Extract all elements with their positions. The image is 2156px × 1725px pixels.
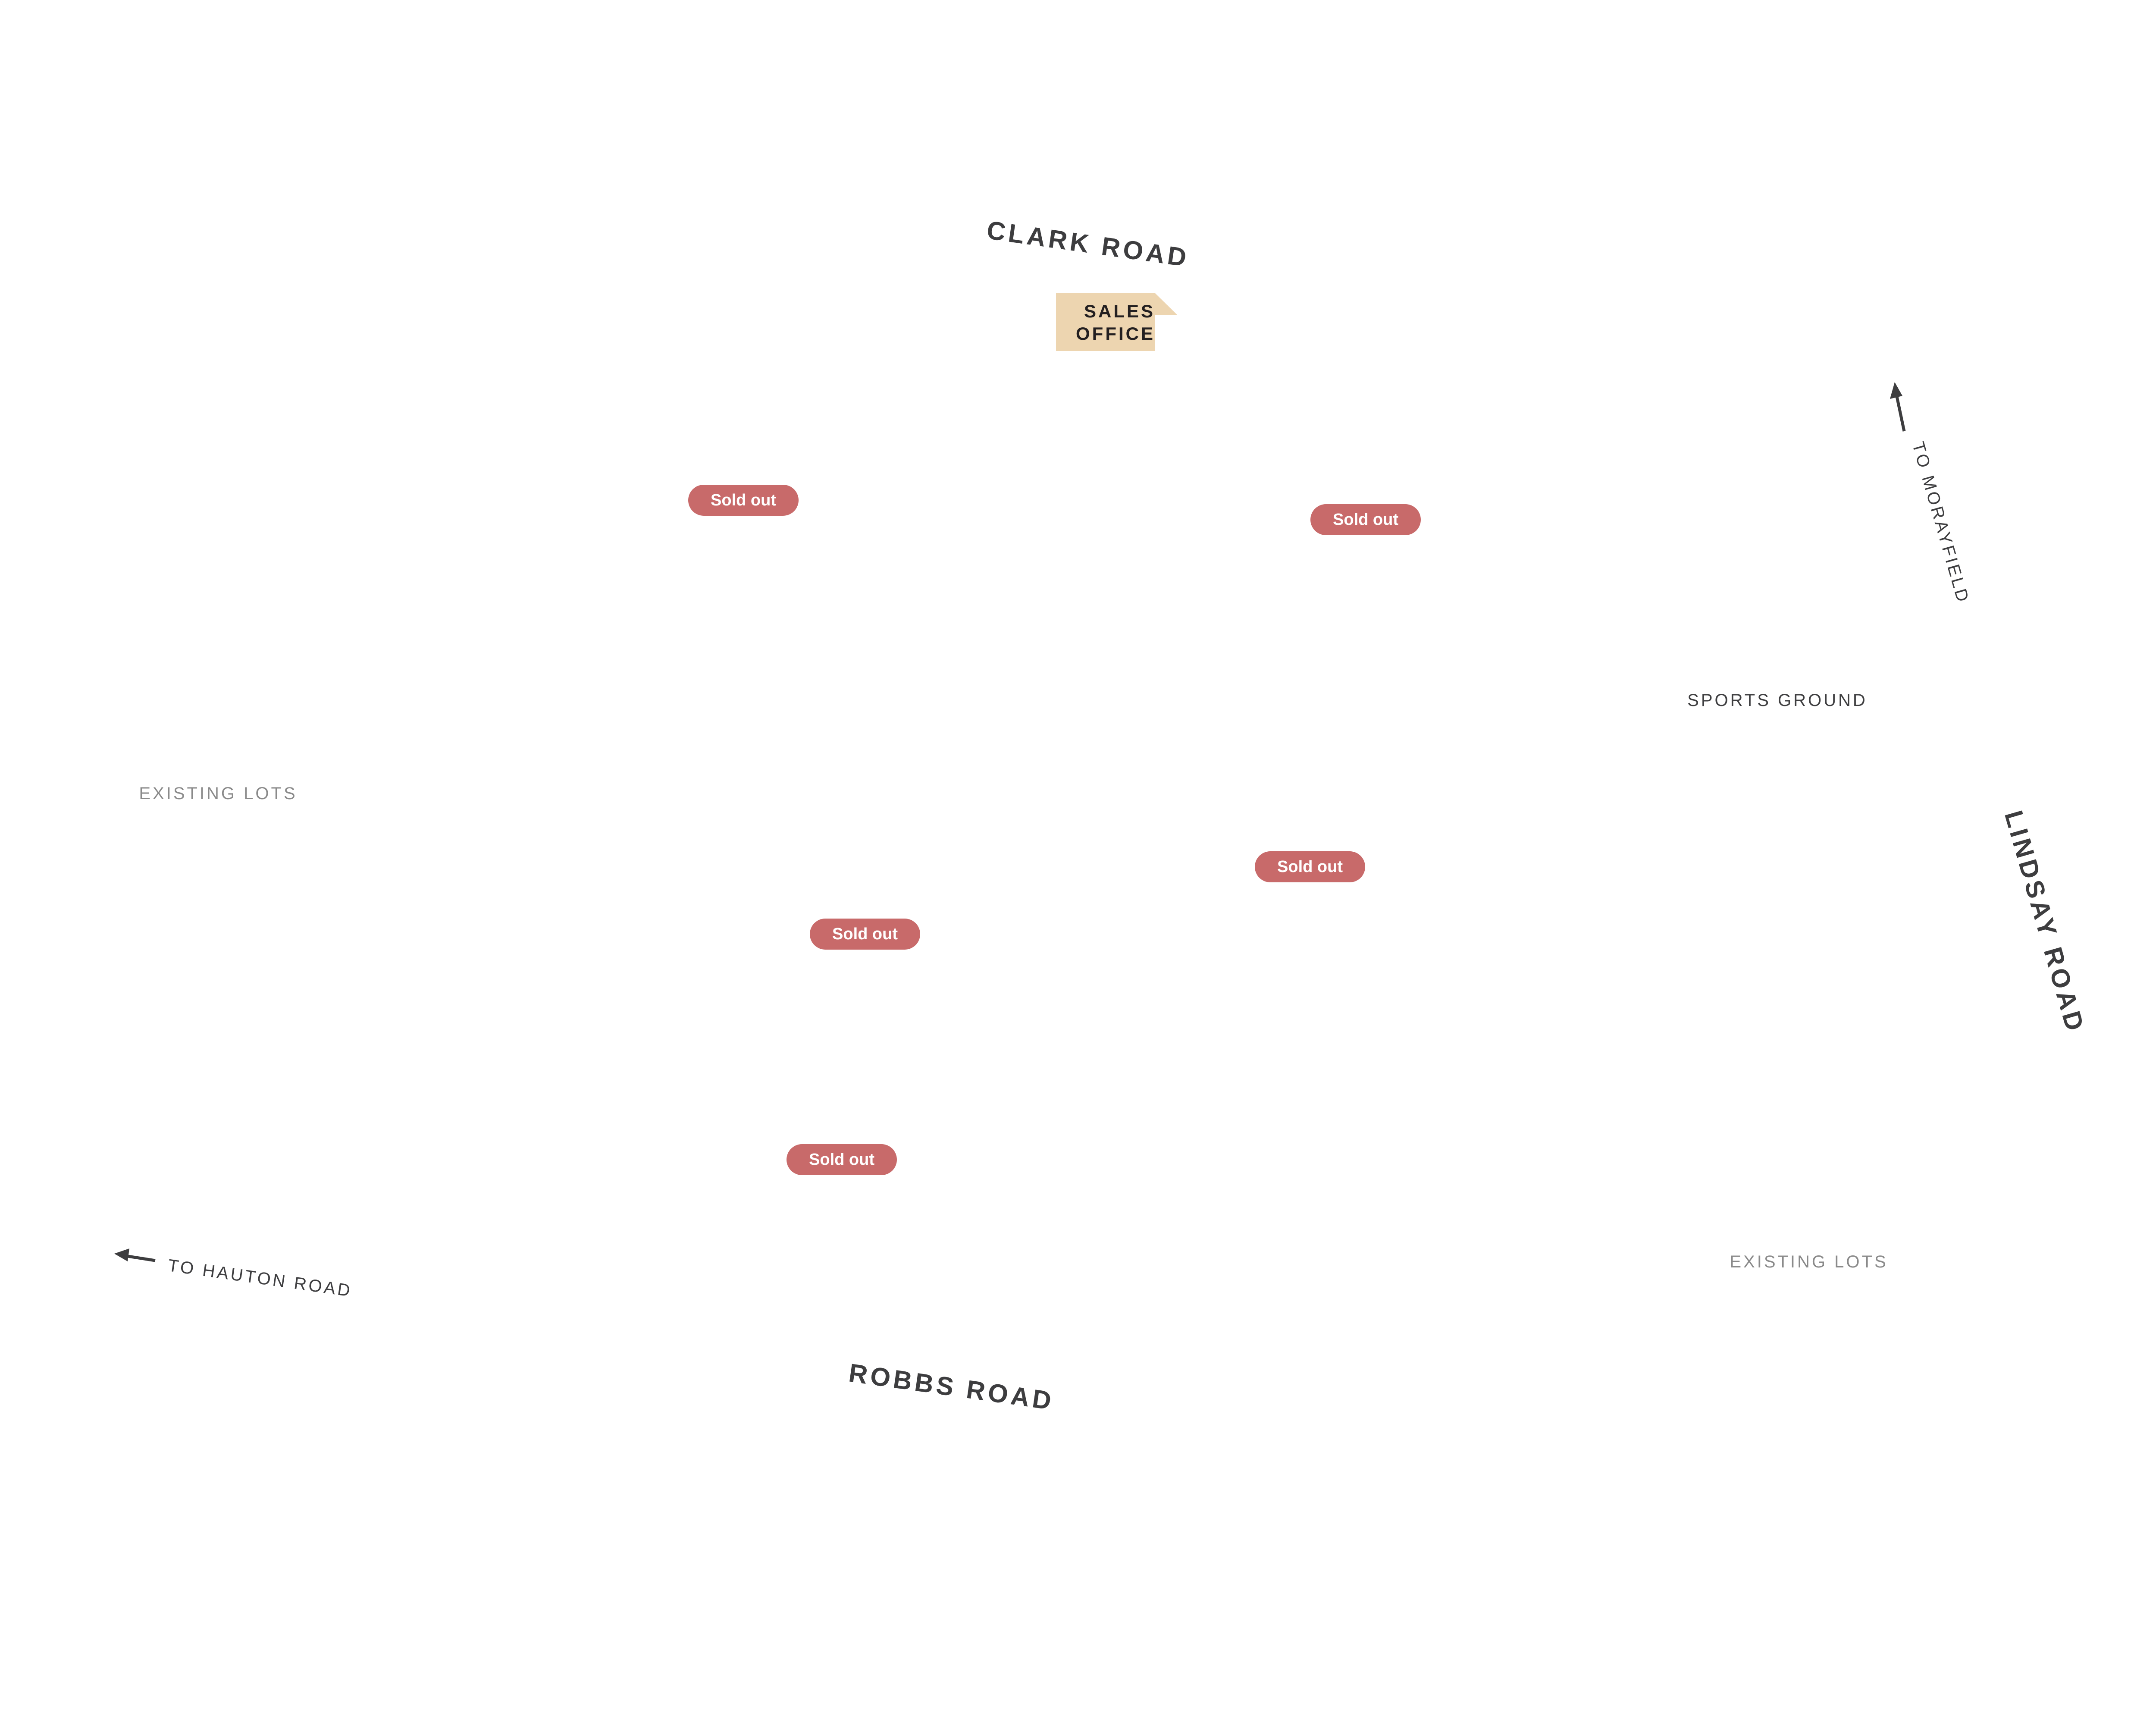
sold-out-badge[interactable]: Sold out	[1255, 851, 1365, 882]
sold-out-badge[interactable]: Sold out	[787, 1144, 897, 1175]
to-hauton-road-label: TO HAUTON ROAD	[166, 1256, 354, 1301]
sales-office-marker[interactable]: SALES OFFICE	[1056, 293, 1181, 351]
clark-road-label: CLARK ROAD	[985, 215, 1191, 273]
sports-ground-label: SPORTS GROUND	[1687, 691, 1868, 710]
robbs-road-label: ROBBS ROAD	[847, 1358, 1056, 1416]
existing-lots-east-label: EXISTING LOTS	[1730, 1252, 1888, 1271]
arrow-left-icon	[114, 1248, 156, 1262]
sales-office-line1: SALES	[1084, 301, 1155, 321]
to-morayfield-label: TO MORAYFIELD	[1908, 439, 1973, 606]
sold-out-badge[interactable]: Sold out	[688, 485, 799, 516]
lindsay-road-label: LINDSAY ROAD	[1999, 807, 2090, 1037]
sales-office-line2: OFFICE	[1076, 323, 1155, 344]
arrow-up-icon	[1890, 382, 1906, 432]
existing-lots-west-label: EXISTING LOTS	[139, 784, 298, 803]
sold-out-badge[interactable]: Sold out	[1310, 504, 1421, 535]
sales-office-flag-icon	[1056, 293, 1178, 351]
sold-out-badge[interactable]: Sold out	[810, 919, 920, 950]
